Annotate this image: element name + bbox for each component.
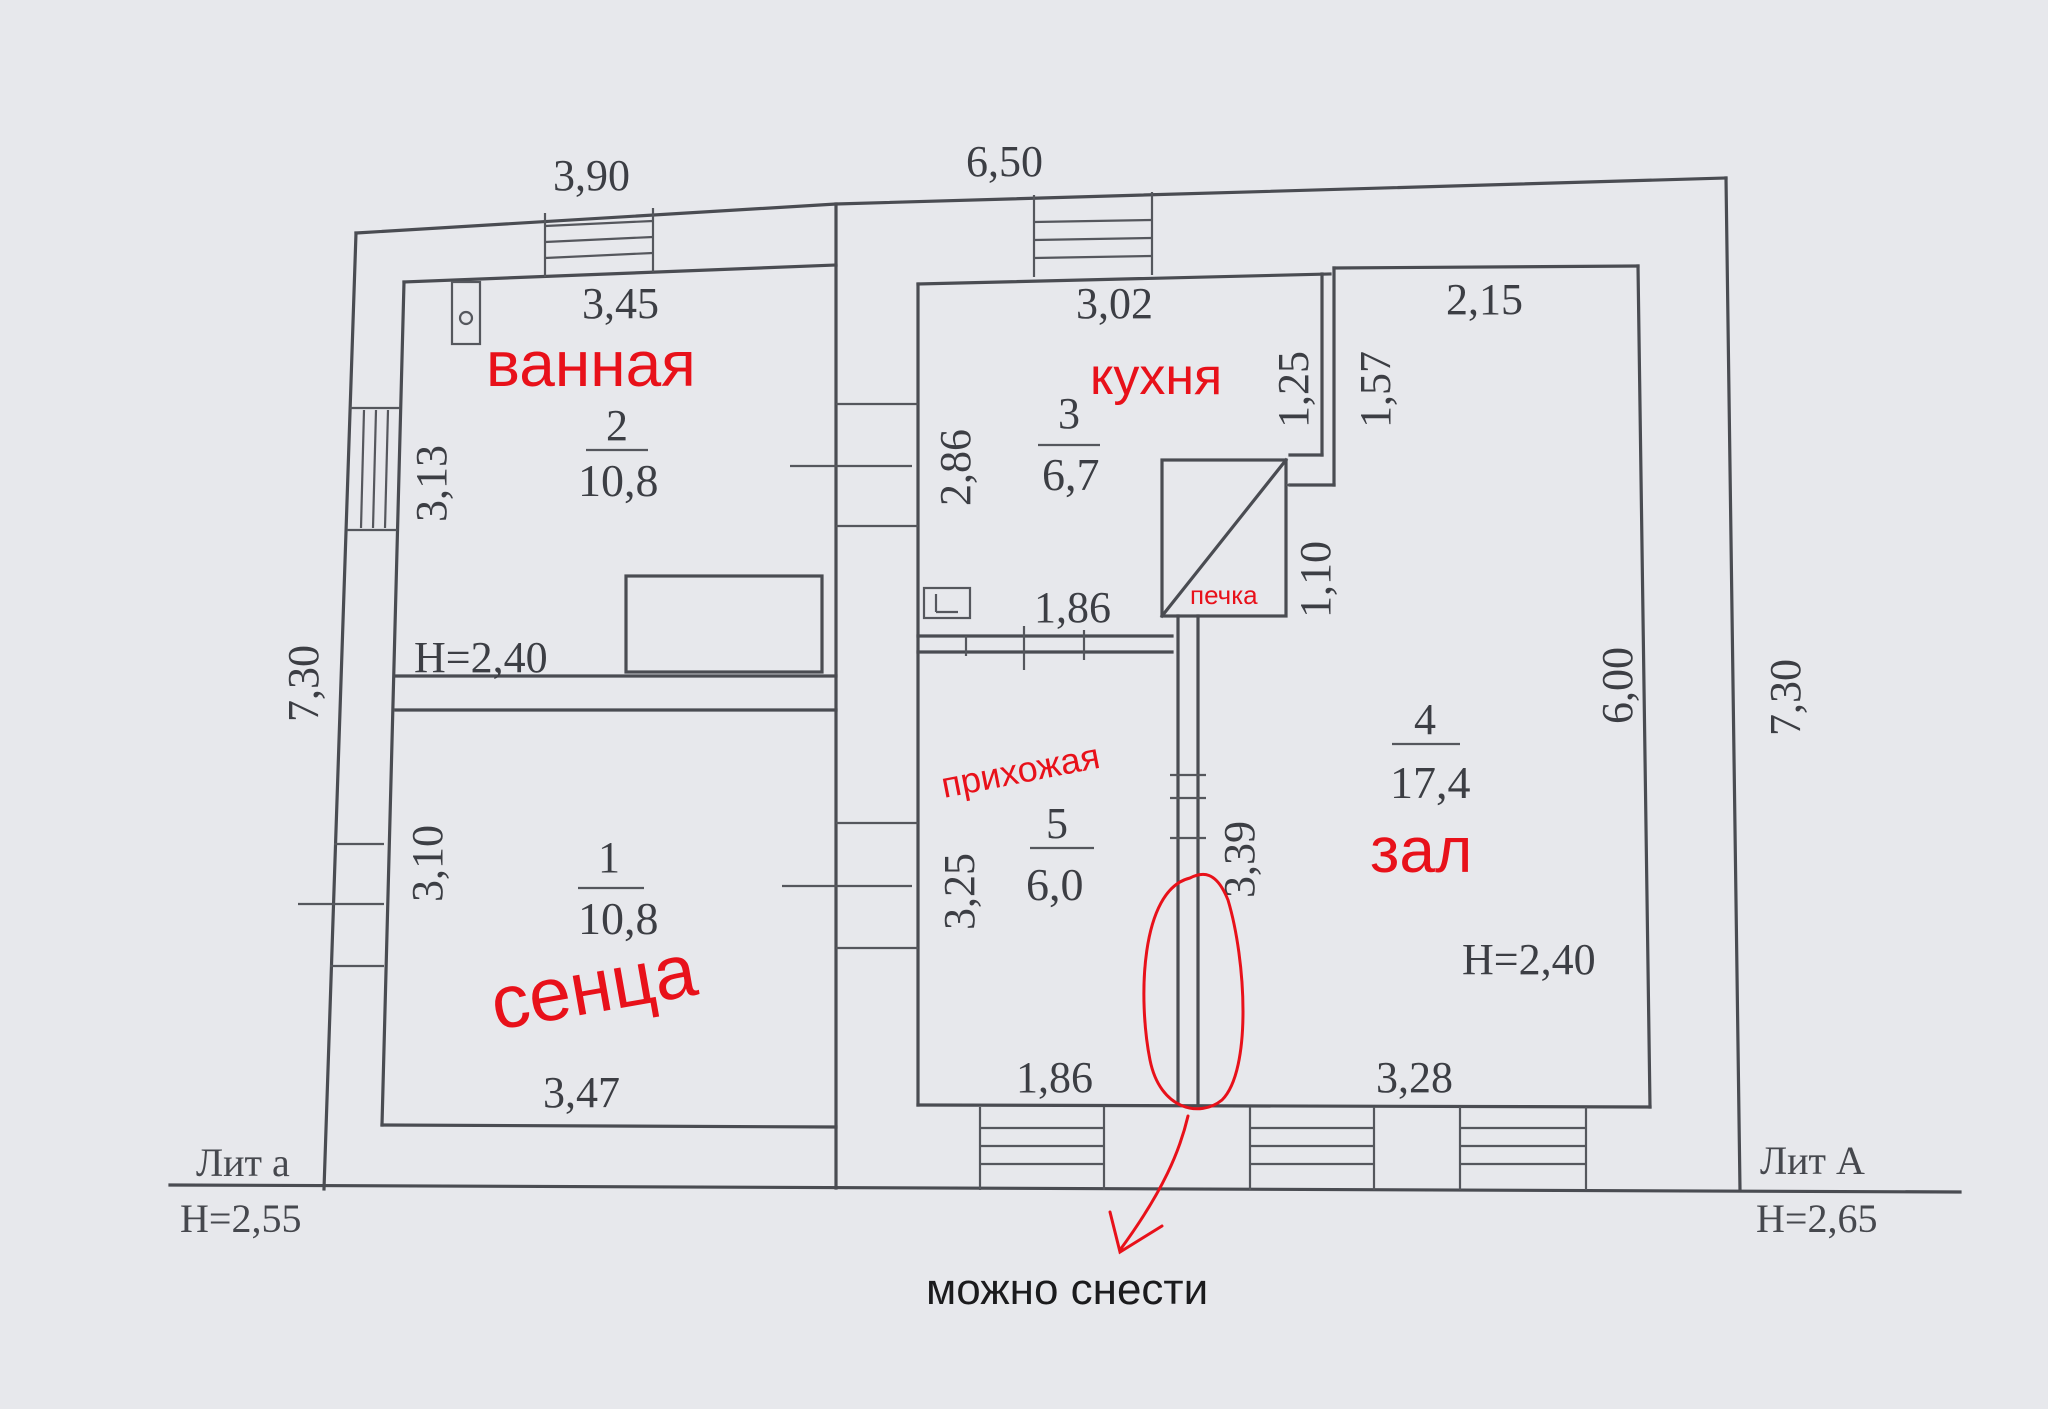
label-kitchen: кухня bbox=[1090, 348, 1222, 406]
window-top-left bbox=[543, 208, 655, 277]
stove-diagonal bbox=[1159, 457, 1289, 619]
fraction-bars bbox=[578, 443, 1460, 890]
dim-left-height: 7,30 bbox=[279, 645, 328, 722]
dim-hall-bottom: 3,28 bbox=[1376, 1053, 1453, 1102]
height-right-block: Н=2,40 bbox=[1462, 935, 1596, 984]
window-top-right bbox=[1032, 192, 1154, 277]
dim-kitchen-left: 2,86 bbox=[931, 429, 980, 506]
room-1-area: 10,8 bbox=[578, 893, 659, 944]
left-inner-top bbox=[402, 263, 838, 284]
room-labels: 2 10,8 3 6,7 4 17,4 5 6,0 1 10,8 bbox=[578, 389, 1471, 944]
left-block bbox=[298, 208, 912, 1129]
dim-partition-2: 1,57 bbox=[1351, 351, 1400, 428]
bathtub bbox=[624, 574, 824, 674]
boiler-box bbox=[450, 280, 482, 346]
lit-a-big-height: Н=2,65 bbox=[1756, 1196, 1877, 1241]
room-3-area: 6,7 bbox=[1042, 449, 1100, 500]
dimensions: 3,90 6,50 3,45 3,02 2,15 1,86 3,47 1,86 … bbox=[279, 137, 1810, 1117]
label-stove: печка bbox=[1190, 580, 1258, 610]
dim-top-right: 6,50 bbox=[966, 137, 1043, 186]
lit-a-small-height: Н=2,55 bbox=[180, 1196, 301, 1241]
demolish-oval bbox=[1142, 872, 1245, 1111]
lit-a-small-label: Лит а bbox=[196, 1140, 290, 1185]
dim-hall-right: 6,00 bbox=[1593, 647, 1642, 724]
outer-walls bbox=[168, 176, 1962, 1194]
height-labels: Н=2,40 Н=2,40 Лит а Н=2,55 Лит А Н=2,65 bbox=[180, 633, 1877, 1241]
room-3-number: 3 bbox=[1058, 389, 1080, 438]
stove-body bbox=[1160, 458, 1288, 618]
dim-partition-length: 3,39 bbox=[1215, 821, 1264, 898]
room-4-area: 17,4 bbox=[1390, 757, 1471, 808]
stove bbox=[1159, 457, 1290, 619]
window-left-upper bbox=[347, 406, 400, 532]
dim-entry-left: 3,25 bbox=[935, 853, 984, 930]
dim-r2-top: 3,45 bbox=[582, 279, 659, 328]
left-inner-left bbox=[380, 280, 406, 1127]
ground-line bbox=[168, 1183, 1962, 1194]
dim-r2-left: 3,13 bbox=[407, 445, 456, 522]
room-2-number: 2 bbox=[606, 401, 628, 450]
room-2-area: 10,8 bbox=[578, 455, 659, 506]
dim-partition-1: 1,25 bbox=[1269, 351, 1318, 428]
right-block bbox=[578, 192, 1652, 1190]
kitchen-inner-top bbox=[916, 272, 1332, 286]
height-left-block: Н=2,40 bbox=[414, 633, 548, 682]
demolish-arrow-line bbox=[1118, 1114, 1190, 1252]
dim-stove-height: 1,10 bbox=[1291, 541, 1340, 618]
windows-right-block-left bbox=[836, 402, 918, 950]
red-annotations: ванная кухня печка прихожая зал сенца bbox=[484, 328, 1472, 1255]
openings-divider bbox=[782, 464, 912, 888]
label-hall: зал bbox=[1370, 814, 1472, 886]
dim-kitchen-top: 3,02 bbox=[1076, 279, 1153, 328]
dim-r1-bottom: 3,47 bbox=[543, 1068, 620, 1117]
demolish-arrow-head bbox=[1108, 1210, 1164, 1255]
sink-box bbox=[922, 586, 972, 620]
dim-right-height: 7,30 bbox=[1761, 659, 1810, 736]
outer-right-wall bbox=[1724, 176, 1742, 1192]
windows-bottom bbox=[978, 1107, 1588, 1190]
dim-corridor: 1,86 bbox=[1034, 583, 1111, 632]
room-5-number: 5 bbox=[1046, 799, 1068, 848]
outer-left-wall bbox=[322, 231, 358, 1191]
dim-entry-bottom: 1,86 bbox=[1016, 1053, 1093, 1102]
room-1-number: 1 bbox=[598, 833, 620, 882]
hall-inner-top bbox=[1332, 264, 1640, 270]
right-inner-right bbox=[1636, 264, 1652, 1109]
room-5-area: 6,0 bbox=[1026, 859, 1084, 910]
label-bathroom: ванная bbox=[486, 328, 696, 400]
dim-top-left: 3,90 bbox=[553, 151, 630, 200]
left-inner-bottom bbox=[380, 1123, 838, 1129]
right-inner-bottom bbox=[916, 1103, 1652, 1109]
dim-r1-left: 3,10 bbox=[403, 825, 452, 902]
note-can-demolish: можно снести bbox=[926, 1265, 1208, 1314]
boiler-circle bbox=[458, 310, 474, 326]
lit-a-big-label: Лит А bbox=[1760, 1138, 1865, 1183]
room-4-number: 4 bbox=[1414, 695, 1436, 744]
dim-hall-top: 2,15 bbox=[1446, 275, 1523, 324]
door-left-lower bbox=[298, 842, 384, 968]
